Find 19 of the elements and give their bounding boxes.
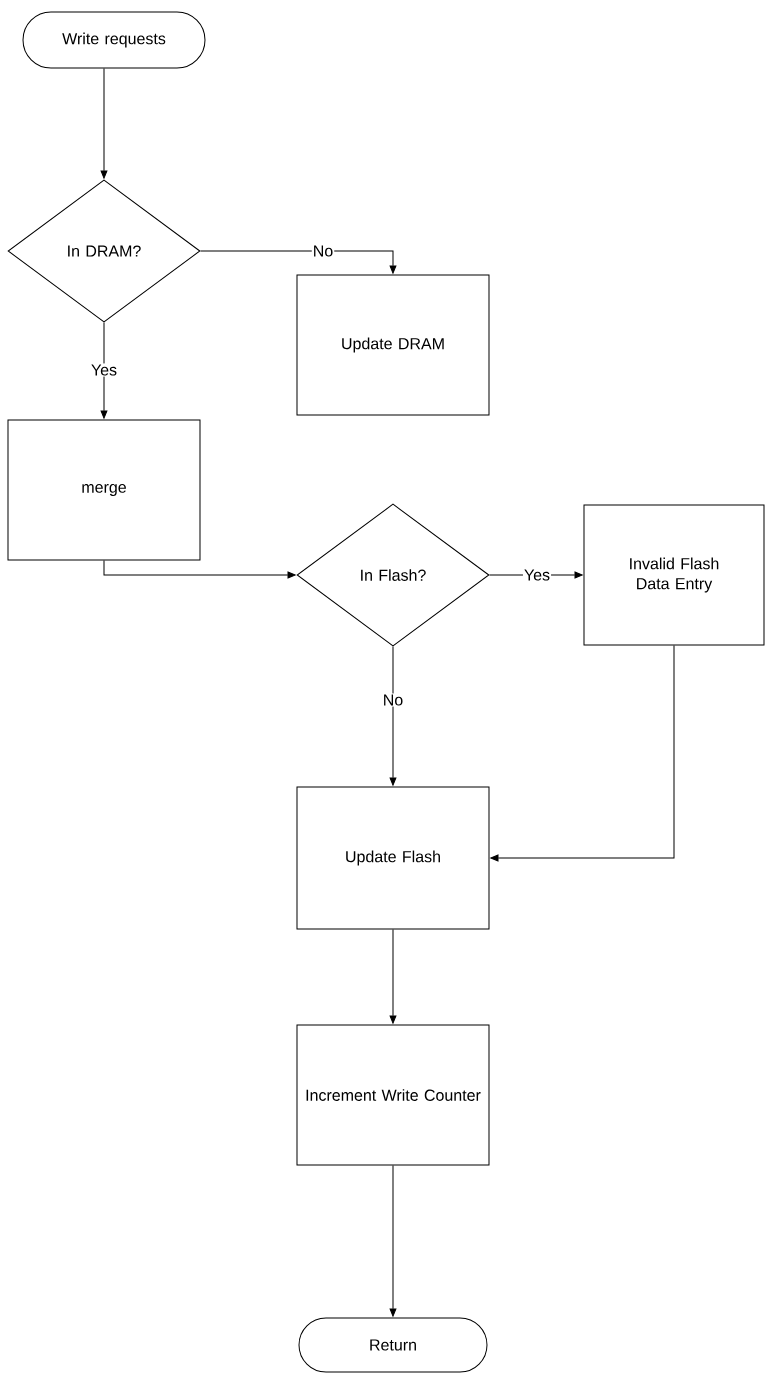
edge-label: Yes [89, 363, 119, 377]
arrow [100, 322, 108, 419]
process-box: Update Flash [296, 786, 490, 930]
process-box: Update DRAM [296, 274, 490, 416]
arrow [389, 929, 397, 1024]
edge-label: No [381, 693, 405, 707]
arrow [103, 560, 296, 579]
arrow [389, 646, 397, 786]
process-box: Increment Write Counter [296, 1024, 490, 1166]
arrow [100, 68, 108, 179]
arrow [200, 250, 397, 274]
arrow [389, 1165, 397, 1317]
terminal: Return [298, 1317, 488, 1373]
arrow [490, 645, 675, 862]
process-box: Invalid Flash Data Entry [583, 504, 765, 646]
edge-label: Yes [522, 568, 552, 582]
edge-label: No [311, 244, 335, 258]
process-box: merge [7, 419, 201, 561]
terminal: Write requests [22, 11, 206, 69]
